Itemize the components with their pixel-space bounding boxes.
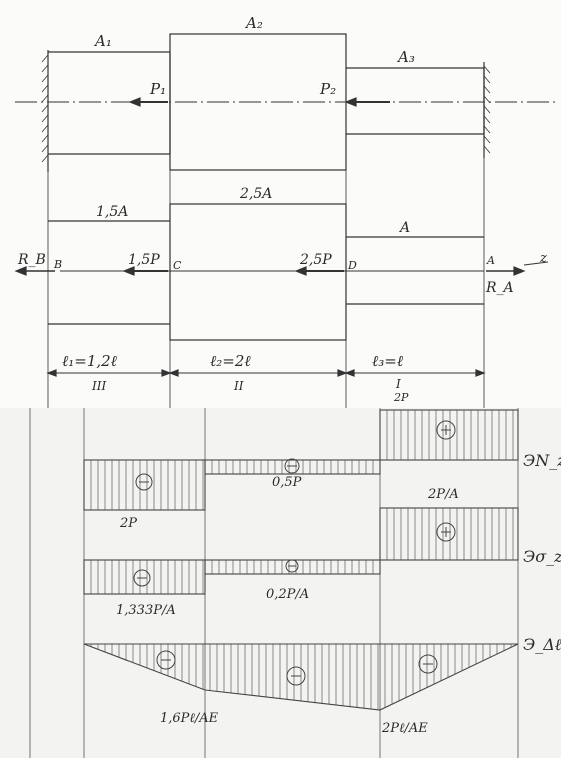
label-force-25p: 2,5P <box>299 252 332 268</box>
delta-hatch <box>90 644 512 710</box>
label-length-1: ℓ₁=1,2ℓ <box>62 352 117 370</box>
dim-head-3 <box>168 369 179 377</box>
force-15p-head <box>122 266 135 276</box>
label-p2: P₂ <box>319 80 336 98</box>
n-label-3: 2P <box>119 516 137 531</box>
diagram-n-labels: ЭN_z 2P 0,5P 2P/A <box>119 420 561 531</box>
sigma-segment-1 <box>379 507 519 561</box>
n-sign-1 <box>436 420 456 440</box>
n-segment-2 <box>204 459 381 475</box>
label-point-d: D <box>347 259 357 272</box>
n-sign-2 <box>284 458 300 474</box>
left-wall-hatch <box>41 54 49 163</box>
label-a3: A₃ <box>396 48 415 66</box>
label-section-3: III <box>91 379 106 393</box>
sigma-sign-1 <box>436 522 456 542</box>
force-p2-head <box>344 97 357 107</box>
diagram-sigma-labels: Эσ_z 1,333P/A 0,2P/A <box>116 522 561 618</box>
dim-head-6 <box>475 369 486 377</box>
diagram-sigma <box>83 507 519 595</box>
diagram-n <box>83 409 519 511</box>
n-title: ЭN_z <box>523 451 561 470</box>
sigma-label-3: 1,333P/A <box>116 603 176 618</box>
sigma-sign-3 <box>133 569 151 587</box>
delta-label-2: 2Pℓ/AE <box>381 721 428 736</box>
diagram-delta <box>83 643 519 711</box>
force-p1-head <box>128 97 141 107</box>
label-area-a: A <box>398 220 410 236</box>
n-segment-3 <box>83 459 206 511</box>
label-area-25a: 2,5A <box>239 186 272 202</box>
delta-sign-1 <box>418 654 438 674</box>
diagram-panel-bg <box>0 408 561 758</box>
delta-label-1: 1,6Pℓ/AE <box>160 711 219 726</box>
n-label-2: 0,5P <box>272 475 302 490</box>
label-2p-under: 2P <box>393 391 409 404</box>
n-sign-3 <box>135 473 153 491</box>
delta-curve <box>83 643 519 711</box>
segment-calc-2 <box>169 203 347 341</box>
delta-title: Э_Δℓ <box>523 635 561 654</box>
dim-head-2 <box>161 369 172 377</box>
label-ra: R_A <box>485 280 514 296</box>
label-length-2: ℓ₂=2ℓ <box>210 352 251 370</box>
sigma-title: Эσ_z <box>523 547 561 566</box>
dim-head-4 <box>337 369 348 377</box>
label-length-3: ℓ₃=ℓ <box>372 352 403 370</box>
sigma-label-2: 0,2P/A <box>266 587 309 602</box>
label-section-1: I <box>395 377 401 391</box>
dim-head-5 <box>344 369 355 377</box>
label-area-15a: 1,5A <box>96 204 128 220</box>
sigma-sign-2 <box>285 559 299 573</box>
sigma-segment-3 <box>83 559 206 595</box>
label-point-a: A <box>486 254 495 267</box>
label-a2: A₂ <box>244 14 263 32</box>
label-z: z <box>539 251 547 266</box>
reaction-ra-head <box>513 266 526 276</box>
n-hatch <box>90 410 514 510</box>
label-p1: P₁ <box>149 80 166 98</box>
label-a1: A₁ <box>93 32 112 50</box>
label-point-b: B <box>53 258 62 271</box>
label-rb: R_B <box>17 252 46 268</box>
label-force-15p: 1,5P <box>128 252 160 268</box>
segment-a3 <box>346 67 485 135</box>
right-wall-hatch <box>483 65 491 154</box>
delta-sign-3 <box>156 650 176 670</box>
sigma-hatch <box>90 508 514 594</box>
delta-sign-2 <box>286 666 306 686</box>
scheme-calc-labels: 1,5A 2,5A A 1,5P 2,5P R_B R_A B C D A z … <box>17 186 547 404</box>
z-axis-arrow <box>523 261 549 266</box>
scheme-top-labels: A₁ A₂ A₃ P₁ P₂ <box>93 14 415 98</box>
force-25p-head <box>294 266 307 276</box>
label-point-c: C <box>173 259 182 272</box>
reaction-rb-head <box>14 266 27 276</box>
n-label-1: 2P/A <box>427 487 459 502</box>
dim-head-1 <box>46 369 57 377</box>
scheme-top <box>15 33 555 172</box>
n-segment-1 <box>379 409 519 461</box>
label-section-2: II <box>233 379 244 393</box>
scheme-calc <box>14 158 549 408</box>
diagram-delta-labels: Э_Δℓ 1,6Pℓ/AE 2Pℓ/AE <box>156 635 561 736</box>
